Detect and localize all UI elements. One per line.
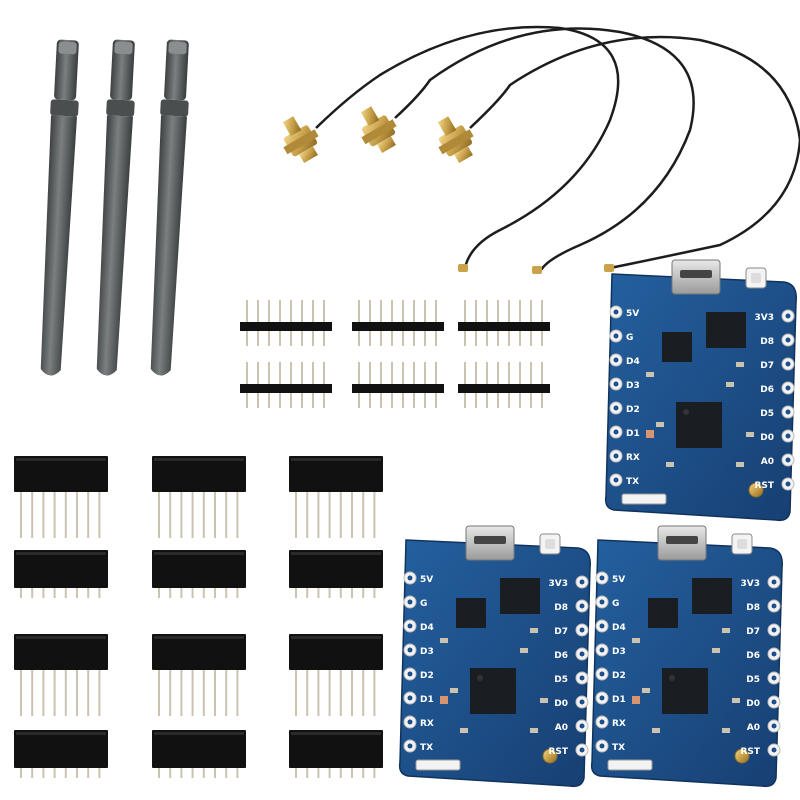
pin-label: D8 bbox=[746, 603, 760, 613]
pin-label: RX bbox=[626, 453, 640, 463]
pin-label: D6 bbox=[554, 651, 568, 661]
pin-label: D1 bbox=[420, 695, 434, 705]
ufl-connector bbox=[458, 264, 468, 272]
pin-label: G bbox=[420, 599, 427, 609]
female-stacking-header bbox=[152, 730, 246, 778]
pin-label: D2 bbox=[626, 405, 640, 415]
female-stacking-header bbox=[14, 550, 108, 598]
female-stacking-header bbox=[289, 730, 383, 778]
pin-label: D7 bbox=[760, 361, 774, 371]
female-header-group bbox=[14, 456, 383, 778]
antenna bbox=[40, 39, 79, 376]
male-header-group bbox=[240, 300, 550, 408]
pin-label: D4 bbox=[420, 623, 434, 633]
wemos-board-group: 5VGD4D3D2D1RXTX3V3D8D7D6D5D0A0RST5VGD4D3… bbox=[398, 259, 797, 788]
pin-label: D0 bbox=[760, 433, 774, 443]
pin-label: TX bbox=[420, 743, 433, 753]
sma-connector bbox=[282, 116, 319, 164]
pin-label: D3 bbox=[626, 381, 640, 391]
pin-label: D6 bbox=[760, 385, 774, 395]
pigtail-cable-group bbox=[315, 25, 800, 273]
male-pin-header bbox=[458, 362, 550, 408]
pin-label: D7 bbox=[554, 627, 568, 637]
pin-label: 3V3 bbox=[755, 313, 775, 323]
pin-label: D3 bbox=[420, 647, 434, 657]
pin-label: 3V3 bbox=[741, 579, 761, 589]
pin-label: TX bbox=[612, 743, 625, 753]
ufl-connector bbox=[532, 266, 542, 274]
pin-label: D8 bbox=[760, 337, 774, 347]
pin-label: D2 bbox=[612, 671, 626, 681]
pigtail-cable bbox=[394, 27, 695, 273]
pin-label: D5 bbox=[746, 675, 760, 685]
pin-label: D8 bbox=[554, 603, 568, 613]
female-stacking-header bbox=[14, 456, 108, 538]
pin-label: D5 bbox=[760, 409, 774, 419]
male-pin-header bbox=[240, 362, 332, 408]
female-stacking-header bbox=[152, 634, 246, 716]
pin-label: RST bbox=[548, 747, 568, 757]
female-stacking-header bbox=[14, 634, 108, 716]
pin-label: RST bbox=[740, 747, 760, 757]
pin-label: A0 bbox=[761, 457, 774, 467]
female-stacking-header bbox=[152, 456, 246, 538]
ufl-connector bbox=[604, 264, 614, 272]
pigtail-cable bbox=[469, 35, 800, 270]
female-stacking-header bbox=[289, 550, 383, 598]
ufl-connector-group bbox=[458, 264, 614, 274]
sma-connector bbox=[437, 116, 474, 164]
pin-label: TX bbox=[626, 477, 639, 487]
pin-label: A0 bbox=[747, 723, 760, 733]
pin-label: A0 bbox=[555, 723, 568, 733]
pin-label: D2 bbox=[420, 671, 434, 681]
pin-label: D1 bbox=[626, 429, 640, 439]
pin-label: G bbox=[626, 333, 633, 343]
pin-label: D4 bbox=[612, 623, 626, 633]
pin-label: RX bbox=[612, 719, 626, 729]
pin-label: D6 bbox=[746, 651, 760, 661]
female-stacking-header bbox=[152, 550, 246, 598]
sma-connector bbox=[360, 106, 397, 154]
antenna bbox=[150, 39, 189, 376]
pin-label: 5V bbox=[420, 575, 433, 585]
pin-label: D5 bbox=[554, 675, 568, 685]
pin-label: RX bbox=[420, 719, 434, 729]
male-pin-header bbox=[240, 300, 332, 346]
female-stacking-header bbox=[289, 456, 383, 538]
pin-label: D0 bbox=[746, 699, 760, 709]
pin-label: D0 bbox=[554, 699, 568, 709]
male-pin-header bbox=[458, 300, 550, 346]
pin-label: G bbox=[612, 599, 619, 609]
pin-label: 3V3 bbox=[549, 579, 569, 589]
pin-label: D1 bbox=[612, 695, 626, 705]
antenna-group bbox=[40, 39, 189, 376]
pin-label: D4 bbox=[626, 357, 640, 367]
pin-label: D7 bbox=[746, 627, 760, 637]
female-stacking-header bbox=[14, 730, 108, 778]
antenna bbox=[96, 39, 135, 376]
pin-label: D3 bbox=[612, 647, 626, 657]
pin-label: 5V bbox=[612, 575, 625, 585]
pin-label: RST bbox=[754, 481, 774, 491]
pin-label: 5V bbox=[626, 309, 639, 319]
female-stacking-header bbox=[289, 634, 383, 716]
pigtail-cable bbox=[315, 25, 620, 269]
male-pin-header bbox=[352, 362, 444, 408]
male-pin-header bbox=[352, 300, 444, 346]
